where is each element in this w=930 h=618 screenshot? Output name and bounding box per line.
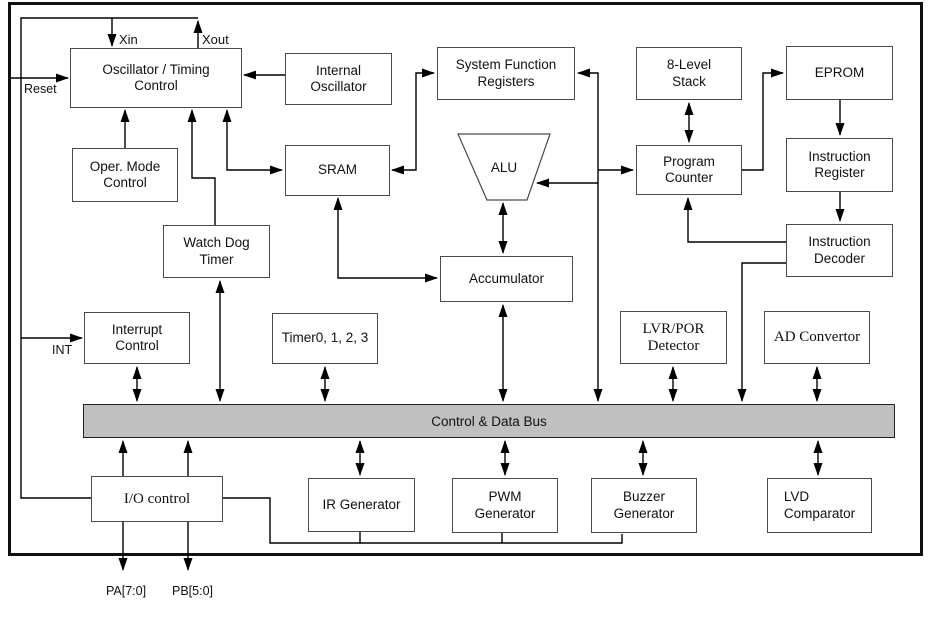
- pin-label-pb: PB[5:0]: [172, 584, 213, 598]
- block-alu: ALU: [458, 134, 550, 200]
- block-pwm-generator: PWM Generator: [452, 478, 558, 533]
- block-label: System Function Registers: [455, 57, 557, 89]
- pin-label-pa: PA[7:0]: [106, 584, 147, 598]
- block-program-counter: Program Counter: [636, 145, 742, 195]
- bus-label: Control & Data Bus: [431, 413, 547, 429]
- block-label: PWM Generator: [474, 489, 536, 521]
- block-label: Oscillator / Timing Control: [102, 61, 210, 94]
- block-label: ALU: [490, 159, 518, 175]
- block-label: AD Convertor: [773, 329, 861, 346]
- block-instruction-register: Instruction Register: [786, 138, 893, 192]
- block-timers: Timer0, 1, 2, 3: [272, 313, 378, 364]
- pin-label-int: INT: [52, 343, 73, 357]
- block-buzzer-generator: Buzzer Generator: [591, 478, 697, 533]
- block-8-level-stack: 8-Level Stack: [636, 47, 742, 100]
- block-label: Instruction Decoder: [808, 234, 871, 266]
- pin-label-reset: Reset: [24, 82, 57, 96]
- diagram-frame: [8, 2, 923, 556]
- block-io-control: I/O control: [91, 476, 223, 522]
- block-label: Timer0, 1, 2, 3: [281, 330, 369, 346]
- block-sram: SRAM: [285, 145, 390, 196]
- block-label: Internal Oscillator: [310, 62, 367, 95]
- block-label: I/O control: [123, 490, 191, 507]
- block-watch-dog-timer: Watch Dog Timer: [163, 225, 270, 278]
- block-label: 8-Level Stack: [666, 57, 712, 89]
- block-system-function-registers: System Function Registers: [437, 47, 575, 100]
- pin-label-xin: Xin: [119, 32, 138, 47]
- block-label: SRAM: [317, 162, 357, 178]
- block-label: Buzzer Generator: [613, 489, 675, 521]
- block-label: EPROM: [814, 64, 865, 80]
- block-oper-mode-control: Oper. Mode Control: [72, 148, 178, 202]
- block-label: LVR/POR Detector: [642, 321, 705, 354]
- block-ir-generator: IR Generator: [308, 478, 415, 532]
- block-label: LVD Comparator: [783, 489, 856, 521]
- block-label: IR Generator: [322, 496, 401, 512]
- block-label: Oper. Mode Control: [89, 158, 161, 191]
- block-accumulator: Accumulator: [440, 256, 573, 302]
- block-eprom: EPROM: [786, 46, 893, 100]
- block-label: Watch Dog Timer: [183, 235, 250, 267]
- pin-label-xout: Xout: [202, 32, 229, 47]
- block-label: Accumulator: [468, 270, 545, 286]
- block-lvd-comparator: LVD Comparator: [767, 478, 872, 533]
- block-label: Program Counter: [663, 153, 715, 186]
- block-label: Instruction Register: [808, 148, 871, 181]
- block-oscillator-timing-control: Oscillator / Timing Control: [70, 48, 242, 108]
- block-interrupt-control: Interrupt Control: [84, 312, 190, 364]
- block-instruction-decoder: Instruction Decoder: [786, 224, 893, 277]
- block-internal-oscillator: Internal Oscillator: [285, 53, 392, 105]
- control-data-bus: Control & Data Bus: [83, 404, 895, 438]
- block-ad-convertor: AD Convertor: [764, 311, 870, 364]
- block-label: Interrupt Control: [111, 321, 163, 354]
- block-lvr-por-detector: LVR/POR Detector: [620, 311, 727, 364]
